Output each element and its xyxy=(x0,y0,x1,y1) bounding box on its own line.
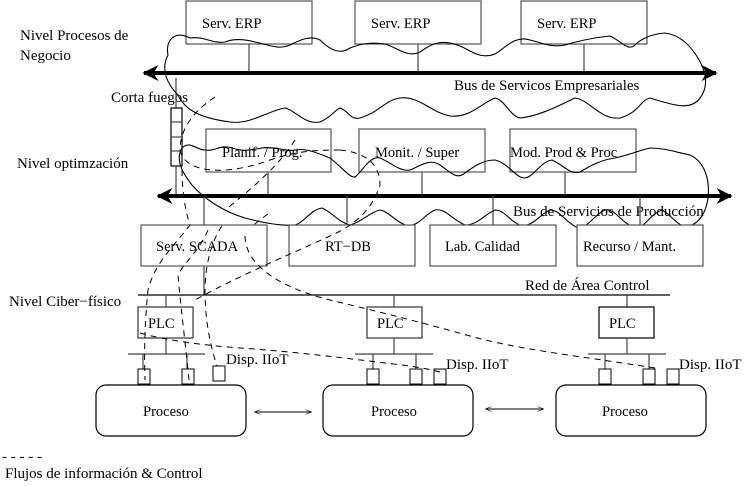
sensor-icon xyxy=(137,368,151,385)
scada-server-box: Serv. SCADA xyxy=(140,196,268,295)
erp-server-1: Serv. ERP xyxy=(185,0,313,72)
process-1: Proceso xyxy=(95,384,247,437)
process-2: Proceso xyxy=(322,384,474,437)
iiot-device-icon xyxy=(433,368,447,385)
plc-cell-1: PLC Disp. IIoT xyxy=(128,295,289,385)
process-3: Proceso xyxy=(555,384,707,437)
enterprise-bus-label: Bus de Servicos Empresariales xyxy=(454,78,640,94)
rtdb-label: RT−DB xyxy=(325,239,371,255)
plc-cell-2: PLC Disp. IIoT xyxy=(355,295,509,385)
level-label-optimization: Nivel optimzación xyxy=(17,156,129,172)
optimization-level-cloud xyxy=(178,144,709,229)
firewall-label: Corta fuegos xyxy=(111,90,188,106)
plc-label: PLC xyxy=(148,316,175,332)
production-model-box: Mod. Prod & Proc xyxy=(509,128,637,196)
information-control-flows xyxy=(139,96,656,381)
flow-line xyxy=(179,96,341,171)
legend-label: Flujos de información & Control xyxy=(5,466,202,482)
flow-line xyxy=(144,169,191,381)
resource-maintenance-box: Recurso / Mant. xyxy=(576,196,704,267)
planning-label: Planif. / Prog. xyxy=(222,145,303,161)
legend-symbol: - - - - - xyxy=(2,449,42,465)
process-label: Proceso xyxy=(602,404,648,420)
monitoring-box: Monit. / Super xyxy=(358,128,486,196)
plc-label: PLC xyxy=(377,316,404,332)
production-bus-label: Bus de Servicios de Producción xyxy=(513,204,704,220)
iiot-device-label: Disp. IIoT xyxy=(446,357,509,373)
production-model-label: Mod. Prod & Proc xyxy=(510,145,617,161)
erp-server-3: Serv. ERP xyxy=(520,0,648,72)
flow-line xyxy=(177,229,209,381)
control-network-label: Red de Área Control xyxy=(525,277,650,294)
plc-cell-3: PLC Disp. IIoT xyxy=(588,295,742,385)
flow-line xyxy=(139,332,441,373)
flow-line xyxy=(224,139,296,211)
flow-line xyxy=(251,213,269,227)
plc-label: PLC xyxy=(609,316,636,332)
process-label: Proceso xyxy=(371,404,417,420)
sensor-icon xyxy=(409,368,423,385)
flow-line xyxy=(194,149,381,301)
level-label-cyber-physical: Nivel Ciber−físico xyxy=(9,294,121,310)
planning-box: Planif. / Prog. xyxy=(205,128,332,196)
erp-server-label: Serv. ERP xyxy=(202,16,261,32)
erp-server-label: Serv. ERP xyxy=(371,16,430,32)
level-label-business-line2: Negocio xyxy=(20,48,71,64)
erp-server-2: Serv. ERP xyxy=(354,0,482,72)
erp-server-label: Serv. ERP xyxy=(537,16,596,32)
iiot-device-icon xyxy=(666,368,680,385)
resource-maintenance-label: Recurso / Mant. xyxy=(583,239,676,255)
iiot-device-icon xyxy=(212,365,226,382)
iiot-device-label: Disp. IIoT xyxy=(226,352,289,368)
level-label-business: Nivel Procesos de xyxy=(20,28,129,44)
flow-line xyxy=(244,235,656,369)
quality-lab-label: Lab. Calidad xyxy=(445,239,521,255)
scada-server-label: Serv. SCADA xyxy=(156,239,239,255)
sensor-icon xyxy=(642,368,656,385)
monitoring-label: Monit. / Super xyxy=(375,145,459,161)
iiot-device-label: Disp. IIoT xyxy=(679,357,742,373)
sensor-icon xyxy=(181,368,195,385)
quality-lab-box: Lab. Calidad xyxy=(429,196,557,267)
sensor-icon xyxy=(366,368,380,385)
process-label: Proceso xyxy=(143,404,189,420)
rtdb-box: RT−DB xyxy=(288,196,416,267)
business-level-cloud xyxy=(164,32,707,123)
sensor-icon xyxy=(598,368,612,385)
flow-line xyxy=(204,225,223,367)
